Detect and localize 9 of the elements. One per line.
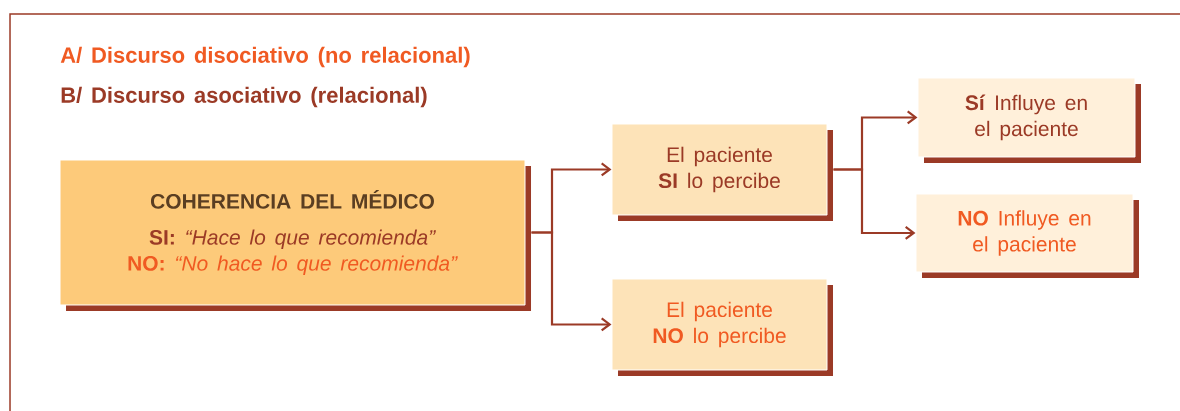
arrow: [833, 168, 916, 240]
heading: B/ Discurso asociativo (relacional): [61, 86, 427, 108]
arrow: [531, 231, 612, 332]
process-box: El paciente NO lo percibe: [611, 278, 833, 376]
process-box: El paciente SI lo percibe: [611, 123, 833, 221]
process-box: COHERENCIA DEL MÉDICO SI: “Hace lo que recomienda” NO: “No hace lo que recomienda”: [59, 159, 531, 311]
process-box: NO Influye en el paciente: [915, 193, 1139, 278]
process-box: Sí Influye en el paciente: [917, 77, 1141, 163]
heading: A/ Discurso disociativo (no relacional): [60, 46, 470, 68]
